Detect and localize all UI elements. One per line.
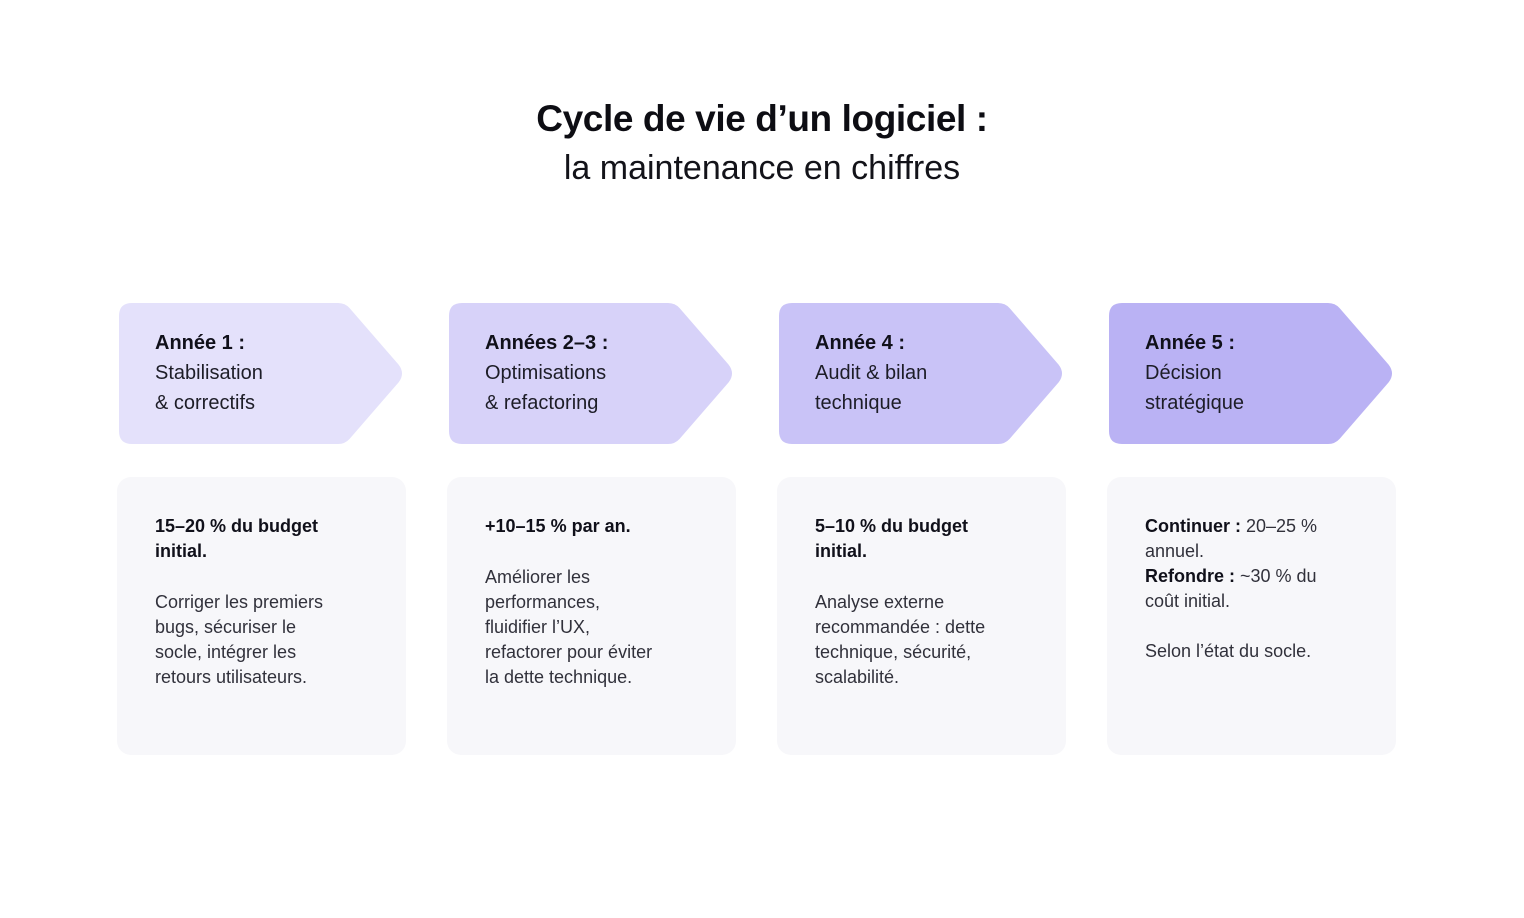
stage-arrow-annee-1: Année 1 : Stabilisation & correctifs xyxy=(119,303,404,444)
title-line-1: Cycle de vie d’un logiciel : xyxy=(536,98,988,139)
option-value: 20–25 % xyxy=(1241,516,1318,536)
arrow-label: Années 2–3 : Optimisations & refactoring xyxy=(449,303,734,418)
arrow-label: Année 4 : Audit & bilan technique xyxy=(779,303,1064,418)
arrow-right-shape xyxy=(449,303,732,444)
option-label: Refondre : xyxy=(1145,566,1235,586)
card-option-refondre: Refondre : ~30 % du xyxy=(1145,564,1368,589)
arrow-right-shape xyxy=(1109,303,1392,444)
option-value: ~30 % du xyxy=(1235,566,1317,586)
stage-title-lines: Optimisations & refactoring xyxy=(485,362,607,414)
stage-arrow-annee-4: Année 4 : Audit & bilan technique xyxy=(779,303,1064,444)
arrow-right-shape xyxy=(779,303,1062,444)
card-heading: +10–15 % par an. xyxy=(485,516,631,536)
stage-arrow-annee-5: Année 5 : Décision stratégique xyxy=(1109,303,1394,444)
card-heading: 15–20 % du budget initial. xyxy=(155,516,319,561)
stage-year-label: Année 4 : xyxy=(815,332,906,354)
stage-card-annees-2-3: +10–15 % par an. Améliorer les performan… xyxy=(447,477,736,755)
card-body: Analyse externe recommandée : dette tech… xyxy=(815,592,986,687)
stages-arrow-row: Année 1 : Stabilisation & correctifs Ann… xyxy=(119,303,1394,444)
card-body: Corriger les premiers bugs, sécuriser le… xyxy=(155,592,324,687)
card-option-continuer: Continuer : 20–25 % xyxy=(1145,514,1368,539)
arrow-right-shape xyxy=(119,303,402,444)
arrow-label: Année 1 : Stabilisation & correctifs xyxy=(119,303,404,418)
stage-arrow-annees-2-3: Années 2–3 : Optimisations & refactoring xyxy=(449,303,734,444)
stage-title-lines: Stabilisation & correctifs xyxy=(155,362,263,414)
card-body: Améliorer les performances, fluidifier l… xyxy=(485,567,653,687)
card-note: Selon l’état du socle. xyxy=(1145,641,1312,661)
stage-title-lines: Décision stratégique xyxy=(1145,362,1244,414)
stages-card-row: 15–20 % du budget initial. Corriger les … xyxy=(117,477,1396,755)
stage-card-annee-5: Continuer : 20–25 % annuel. Refondre : ~… xyxy=(1107,477,1396,755)
card-heading: 5–10 % du budget initial. xyxy=(815,516,969,561)
stage-card-annee-1: 15–20 % du budget initial. Corriger les … xyxy=(117,477,406,755)
arrow-label: Année 5 : Décision stratégique xyxy=(1109,303,1394,418)
option-label: Continuer : xyxy=(1145,516,1241,536)
stage-card-annee-4: 5–10 % du budget initial. Analyse extern… xyxy=(777,477,1066,755)
page-title: Cycle de vie d’un logiciel : la maintena… xyxy=(0,94,1524,194)
title-line-2: la maintenance en chiffres xyxy=(563,149,961,187)
stage-year-label: Année 5 : xyxy=(1145,332,1236,354)
stage-year-label: Année 1 : xyxy=(155,332,246,354)
stage-year-label: Années 2–3 : xyxy=(485,332,609,354)
stage-title-lines: Audit & bilan technique xyxy=(815,362,928,414)
card-option-refondre-wrap: coût initial. xyxy=(1145,591,1231,611)
card-option-continuer-wrap: annuel. xyxy=(1145,541,1205,561)
